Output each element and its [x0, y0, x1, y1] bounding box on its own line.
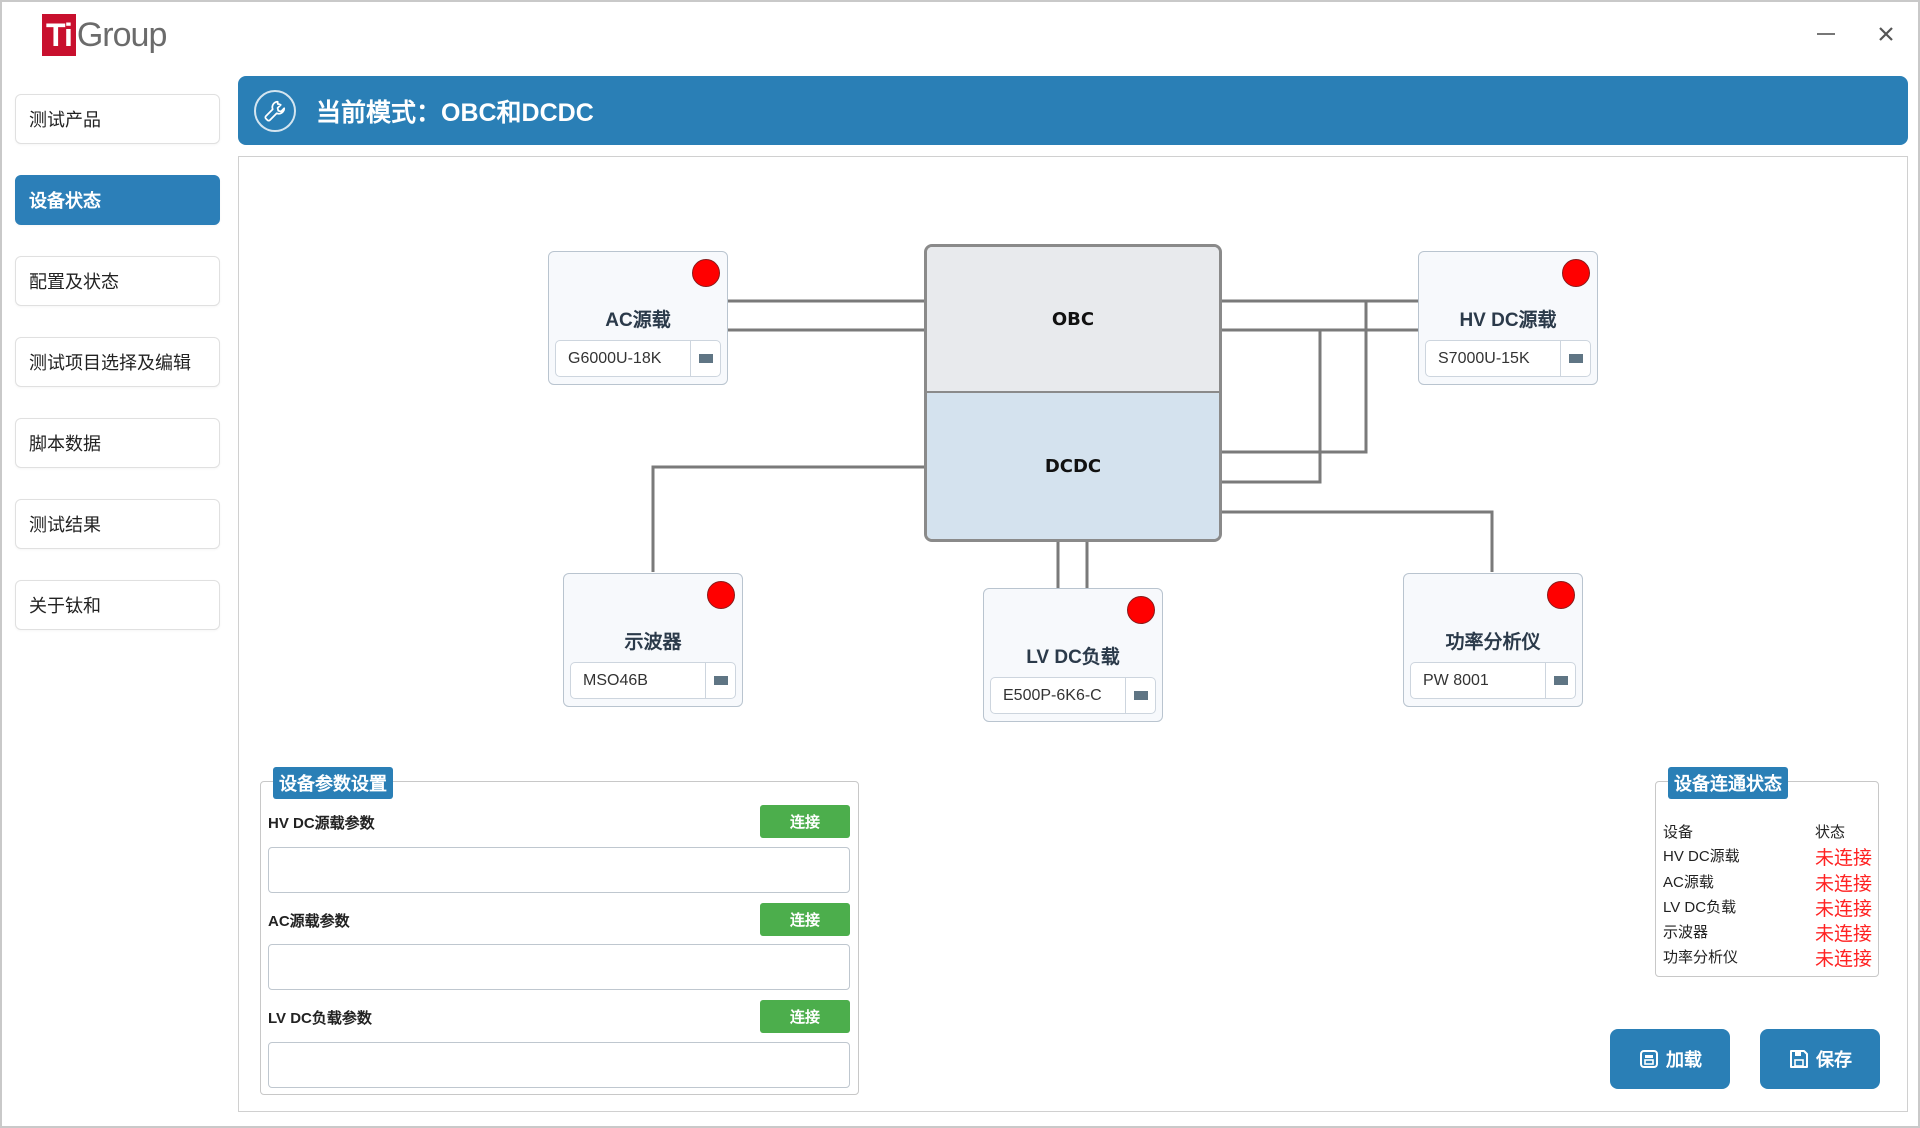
- device-name: AC源载: [605, 310, 671, 331]
- status-value: 未连接: [1815, 924, 1873, 945]
- save-button[interactable]: 保存: [1760, 1029, 1880, 1089]
- close-button[interactable]: [1868, 16, 1904, 52]
- status-value: 未连接: [1815, 874, 1873, 895]
- status-led: [692, 259, 720, 287]
- device-lv-dc-load: LV DC负载: [983, 588, 1163, 722]
- select-icon: [1553, 676, 1568, 685]
- sidebar-item-config-status[interactable]: 配置及状态: [15, 256, 220, 306]
- select-icon: [698, 354, 713, 363]
- device-model-field: [990, 677, 1156, 714]
- status-led: [707, 581, 735, 609]
- status-row: 功率分析仪 未连接: [1663, 946, 1873, 970]
- ac-params-label: AC源载参数: [268, 913, 350, 930]
- dcdc-section: DCDC: [927, 393, 1219, 539]
- model-input[interactable]: [1411, 671, 1545, 690]
- mode-title: 当前模式：OBC和DCDC: [316, 98, 594, 127]
- status-row: AC源载 未连接: [1663, 871, 1873, 895]
- status-device: LV DC负载: [1663, 899, 1737, 916]
- status-row: 示波器 未连接: [1663, 921, 1873, 945]
- close-icon: [1879, 27, 1893, 41]
- device-model-field: [1425, 340, 1591, 377]
- connection-status-group: 设备连通状态: [1655, 767, 1879, 977]
- dcdc-label: DCDC: [1044, 455, 1102, 477]
- device-hv-dc-source: HV DC源载: [1418, 251, 1598, 385]
- status-device: 功率分析仪: [1663, 949, 1739, 966]
- model-input[interactable]: [571, 671, 705, 690]
- select-icon: [713, 676, 728, 685]
- sidebar-item-device-status[interactable]: 设备状态: [15, 175, 220, 225]
- model-select-button[interactable]: [1545, 663, 1575, 698]
- status-row: LV DC负载 未连接: [1663, 896, 1873, 920]
- status-device: HV DC源载: [1663, 848, 1740, 865]
- mode-header: 当前模式：OBC和DCDC: [238, 76, 1908, 145]
- device-power-analyzer: 功率分析仪: [1403, 573, 1583, 707]
- minimize-button[interactable]: [1808, 16, 1844, 52]
- device-model-field: [555, 340, 721, 377]
- hv-params-input[interactable]: [268, 847, 850, 893]
- obc-label: OBC: [1051, 308, 1095, 330]
- model-select-button[interactable]: [690, 341, 720, 376]
- model-select-button[interactable]: [705, 663, 735, 698]
- model-input[interactable]: [556, 349, 690, 368]
- load-label: 加载: [1666, 1050, 1702, 1070]
- select-icon: [1133, 691, 1148, 700]
- lv-params-label: LV DC负载参数: [268, 1010, 372, 1027]
- logo-group: Group: [76, 15, 167, 54]
- device-column-header: 设备: [1663, 824, 1694, 841]
- device-name: 功率分析仪: [1445, 632, 1541, 653]
- model-input[interactable]: [991, 686, 1125, 705]
- status-value: 未连接: [1815, 949, 1873, 970]
- sidebar-item-test-product[interactable]: 测试产品: [15, 94, 220, 144]
- save-icon: [1788, 1048, 1810, 1070]
- status-title: 设备连通状态: [1668, 767, 1788, 799]
- lv-connect-button[interactable]: 连接: [760, 1000, 850, 1033]
- params-title: 设备参数设置: [273, 767, 393, 799]
- sidebar-item-test-results[interactable]: 测试结果: [15, 499, 220, 549]
- model-select-button[interactable]: [1125, 678, 1155, 713]
- lv-params-input[interactable]: [268, 1042, 850, 1088]
- status-led: [1562, 259, 1590, 287]
- status-led: [1127, 596, 1155, 624]
- load-icon: [1638, 1048, 1660, 1070]
- obc-section: OBC: [927, 247, 1219, 393]
- save-label: 保存: [1816, 1050, 1852, 1070]
- status-column-header: 状态: [1815, 824, 1846, 841]
- minimize-icon: [1817, 33, 1835, 35]
- status-device: 示波器: [1663, 924, 1709, 941]
- hv-connect-button[interactable]: 连接: [760, 805, 850, 838]
- device-ac-source: AC源载: [548, 251, 728, 385]
- status-led: [1547, 581, 1575, 609]
- device-name: HV DC源载: [1459, 310, 1557, 331]
- status-device: AC源载: [1663, 874, 1714, 891]
- sidebar-item-script-data[interactable]: 脚本数据: [15, 418, 220, 468]
- status-header-row: 设备 状态: [1663, 821, 1873, 845]
- logo-ti: Ti: [42, 14, 76, 56]
- obc-dcdc-block: OBC DCDC: [924, 244, 1222, 542]
- device-oscilloscope: 示波器: [563, 573, 743, 707]
- load-button[interactable]: 加载: [1610, 1029, 1730, 1089]
- model-input[interactable]: [1426, 349, 1560, 368]
- device-name: LV DC负载: [1026, 647, 1120, 668]
- device-model-field: [1410, 662, 1576, 699]
- model-select-button[interactable]: [1560, 341, 1590, 376]
- sidebar-item-about[interactable]: 关于钛和: [15, 580, 220, 630]
- app-logo: Ti Group: [42, 13, 167, 57]
- ac-params-input[interactable]: [268, 944, 850, 990]
- select-icon: [1568, 354, 1583, 363]
- hv-params-label: HV DC源载参数: [268, 815, 375, 832]
- device-name: 示波器: [624, 632, 682, 653]
- device-model-field: [570, 662, 736, 699]
- ac-connect-button[interactable]: 连接: [760, 903, 850, 936]
- status-row: HV DC源载 未连接: [1663, 845, 1873, 869]
- sidebar-item-test-items-edit[interactable]: 测试项目选择及编辑: [15, 337, 220, 387]
- wrench-icon: [254, 89, 296, 132]
- status-value: 未连接: [1815, 899, 1873, 920]
- status-value: 未连接: [1815, 848, 1873, 869]
